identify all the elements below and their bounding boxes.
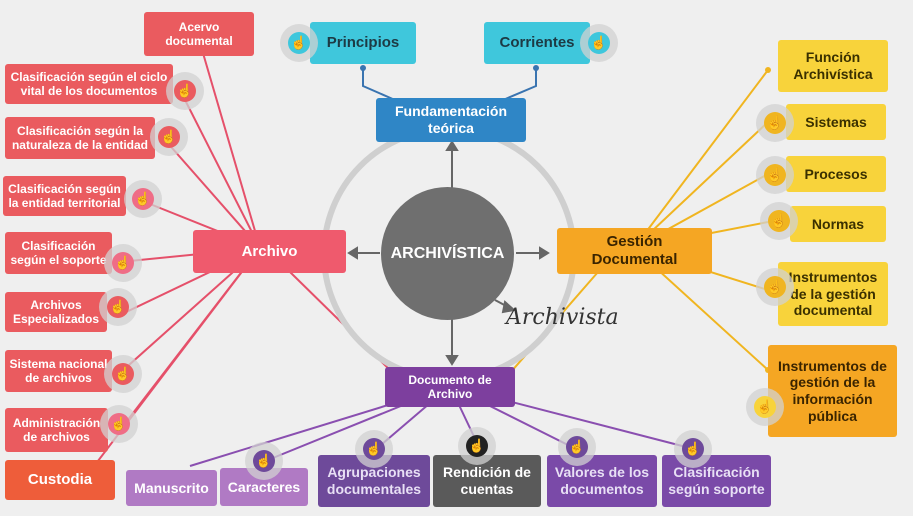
center-node[interactable]: ARCHIVÍSTICA — [381, 187, 514, 320]
gestion-item-instrumentos-informacion[interactable]: Instrumentos de gestión de la informació… — [768, 345, 897, 437]
rendicion-touch-icon[interactable]: ☝ — [458, 427, 496, 465]
naturaleza-touch-icon[interactable]: ☝ — [150, 118, 188, 156]
valores-touch-icon[interactable]: ☝ — [558, 428, 596, 466]
archivo-item-territorial[interactable]: Clasificación según la entidad territori… — [3, 176, 126, 216]
gestion-item-procesos[interactable]: Procesos — [786, 156, 886, 192]
documento-item-valores[interactable]: Valores de los documentos — [547, 455, 657, 507]
documento-item-manuscrito[interactable]: Manuscrito — [126, 470, 217, 506]
archivo-item-acervo[interactable]: Acervo documental — [144, 12, 254, 56]
corrientes-node[interactable]: Corrientes — [484, 22, 590, 64]
caracteres-touch-icon[interactable]: ☝ — [245, 442, 283, 480]
normas-touch-icon[interactable]: ☝ — [760, 202, 798, 240]
archivo-item-especializados[interactable]: Archivos Especializados — [5, 292, 107, 332]
instrumentos-gestion-touch-icon[interactable]: ☝ — [756, 268, 794, 306]
documento-item-clasificacion-soporte[interactable]: Clasificación según soporte — [662, 455, 771, 507]
documento-node[interactable]: Documento de Archivo — [385, 367, 515, 407]
archivo-item-custodia[interactable]: Custodia — [5, 460, 115, 500]
clasificacion-soporte-touch-icon[interactable]: ☝ — [674, 430, 712, 468]
archivo-item-ciclo-vital[interactable]: Clasificación según el ciclo vital de lo… — [5, 64, 173, 104]
sistemas-touch-icon[interactable]: ☝ — [756, 104, 794, 142]
especializados-touch-icon[interactable]: ☝ — [99, 288, 137, 326]
gestion-node[interactable]: Gestión Documental — [557, 228, 712, 274]
archivo-item-soporte[interactable]: Clasificación según el soporte — [5, 232, 112, 274]
instrumentos-informacion-touch-icon[interactable]: ☝ — [746, 388, 784, 426]
administracion-touch-icon[interactable]: ☝ — [100, 405, 138, 443]
sistema-nacional-touch-icon[interactable]: ☝ — [104, 355, 142, 393]
archivo-item-sistema-nacional[interactable]: Sistema nacional de archivos — [5, 350, 112, 392]
procesos-touch-icon[interactable]: ☝ — [756, 156, 794, 194]
principios-touch-icon[interactable]: ☝ — [280, 24, 318, 62]
center-label: ARCHIVÍSTICA — [390, 244, 505, 262]
territorial-touch-icon[interactable]: ☝ — [124, 180, 162, 218]
archivo-node[interactable]: Archivo — [193, 230, 346, 273]
agrupaciones-touch-icon[interactable]: ☝ — [355, 430, 393, 468]
fundamentacion-node[interactable]: Fundamentación teórica — [376, 98, 526, 142]
archivista-annotation: Archivista — [506, 305, 619, 330]
corrientes-touch-icon[interactable]: ☝ — [580, 24, 618, 62]
ciclo-vital-touch-icon[interactable]: ☝ — [166, 72, 204, 110]
archivo-item-naturaleza[interactable]: Clasificación según la naturaleza de la … — [5, 117, 155, 159]
principios-node[interactable]: Principios — [310, 22, 416, 64]
archivo-item-administracion[interactable]: Administración de archivos — [5, 408, 108, 452]
gestion-item-instrumentos-gestion[interactable]: Instrumentos de la gestión documental — [778, 262, 888, 326]
gestion-item-sistemas[interactable]: Sistemas — [786, 104, 886, 140]
gestion-item-normas[interactable]: Normas — [790, 206, 886, 242]
gestion-item-funcion[interactable]: Función Archivística — [778, 40, 888, 92]
documento-item-rendicion[interactable]: Rendición de cuentas — [433, 455, 541, 507]
soporte-touch-icon[interactable]: ☝ — [104, 244, 142, 282]
